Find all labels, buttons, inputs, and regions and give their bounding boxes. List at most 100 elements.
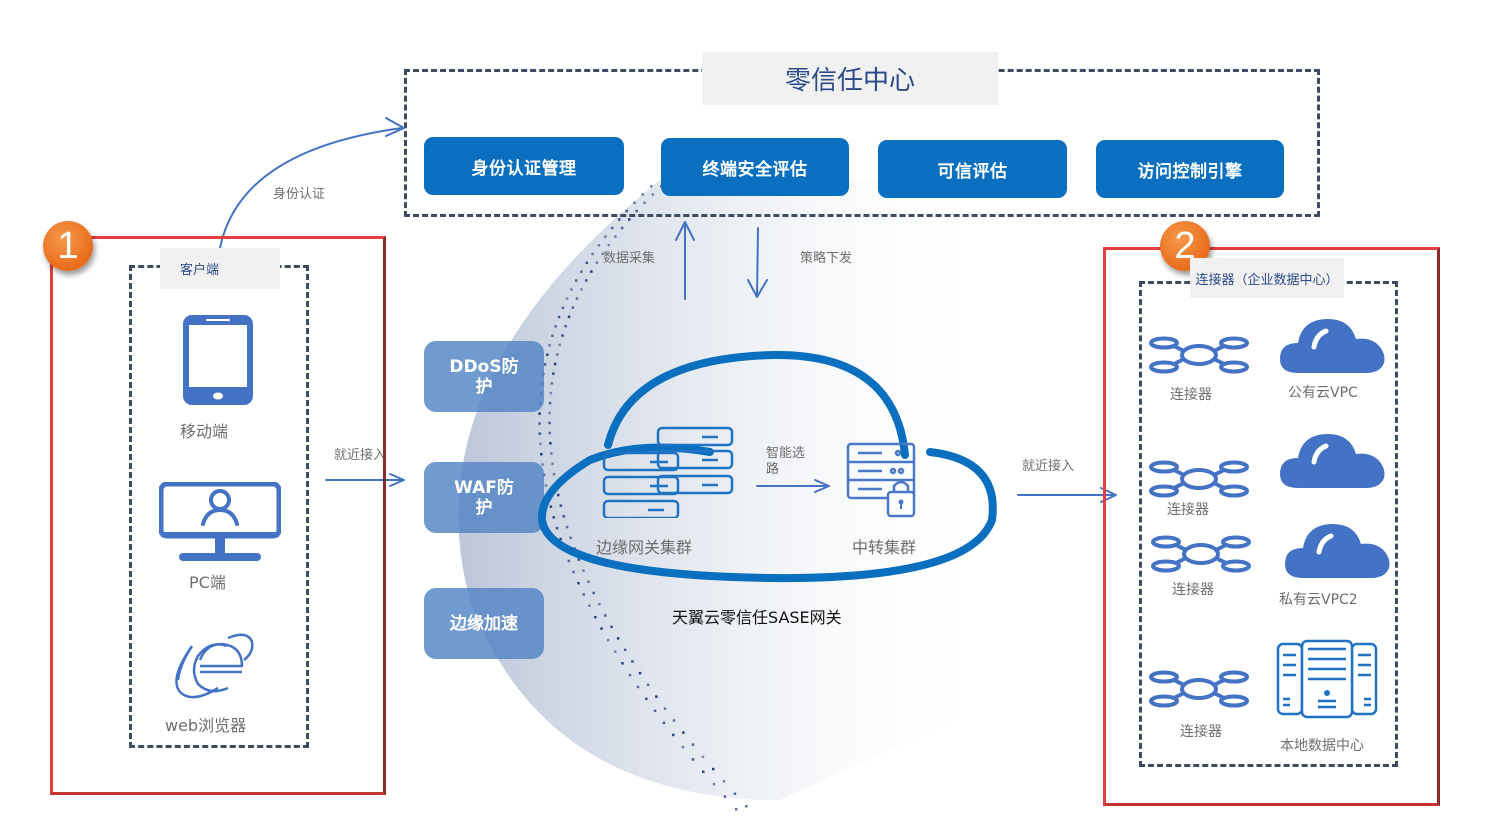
arc-dot	[734, 793, 737, 796]
device-mobile-label: 移动端	[180, 418, 228, 442]
module-identity-auth-management[interactable]: 身份认证管理	[424, 137, 624, 195]
zero-trust-center-title: 零信任中心	[702, 52, 998, 105]
arc-dot	[655, 695, 658, 698]
cloud-icon	[1285, 522, 1391, 580]
arc-dot	[566, 297, 569, 300]
connector-section-title: 连接器（企业数据中心）	[1190, 258, 1344, 298]
datacenter-target-label: 本地数据中心	[1280, 735, 1364, 755]
arc-dot	[562, 307, 565, 310]
arc-dot	[621, 227, 624, 230]
connector-icon	[1150, 535, 1252, 573]
arc-dot	[673, 719, 676, 722]
arc-dot	[591, 253, 594, 256]
arc-dot	[692, 743, 695, 746]
arc-dot	[645, 698, 648, 701]
arc-dot	[712, 768, 715, 771]
arc-dot	[664, 707, 667, 710]
device-web-browser-label: web浏览器	[165, 712, 246, 736]
arc-dot	[593, 592, 596, 595]
device-pc-label: PC端	[189, 569, 226, 593]
arc-dot	[607, 639, 610, 642]
service-ddos-protection[interactable]: DDoS防护	[424, 341, 544, 412]
arc-dot	[637, 686, 640, 689]
connector-label: 连接器	[1180, 721, 1222, 741]
cloud-target-label: 公有云VPC	[1288, 382, 1358, 402]
arc-dot	[604, 614, 607, 617]
arc-dot	[723, 780, 726, 783]
service-edge-acceleration[interactable]: 边缘加速	[424, 588, 544, 659]
data-collect-label: 数据采集	[603, 247, 655, 266]
edge-gateway-cluster-icon	[602, 426, 736, 518]
arc-dot	[628, 218, 631, 221]
arc-dot	[735, 808, 738, 811]
arc-dot	[614, 235, 617, 238]
datacenter-servers-icon	[1276, 639, 1378, 719]
arc-dot	[554, 325, 557, 328]
arc-dot	[580, 288, 583, 291]
relay-cluster-server-lock-icon	[846, 442, 922, 520]
connector-icon	[1148, 670, 1250, 708]
connector-label: 连接器	[1167, 499, 1209, 519]
arc-dot	[590, 270, 593, 273]
module-endpoint-security-assessment[interactable]: 终端安全评估	[661, 138, 849, 196]
identity-auth-label: 身份认证	[273, 183, 325, 202]
arc-dot	[724, 795, 727, 798]
connector-icon	[1148, 336, 1250, 374]
arc-dot	[611, 227, 614, 230]
arc-dot	[692, 758, 695, 761]
mobile-phone-icon	[182, 314, 254, 406]
arc-dot	[586, 262, 589, 265]
arc-dot	[614, 650, 617, 653]
connector-icon	[1148, 460, 1250, 498]
cloud-icon	[1280, 432, 1386, 490]
arc-dot	[572, 306, 575, 309]
edge-gateway-cluster-label: 边缘网关集群	[596, 534, 692, 558]
arc-dot	[585, 279, 588, 282]
arc-dot	[588, 605, 591, 608]
arc-dot	[568, 316, 571, 319]
arc-dot	[604, 235, 607, 238]
relay-cluster-label: 中转集群	[852, 534, 916, 558]
arc-dot	[598, 603, 601, 606]
arc-dot	[713, 783, 716, 786]
arc-dot	[561, 334, 564, 337]
arc-dot	[598, 244, 601, 247]
cloud-target-label: 私有云VPC2	[1279, 589, 1358, 609]
cloud-icon	[1280, 317, 1386, 375]
arc-dot	[745, 805, 748, 808]
arc-dot	[654, 710, 657, 713]
arc-dot	[610, 626, 613, 629]
arc-dot	[600, 627, 603, 630]
arc-dot	[629, 674, 632, 677]
nearby-access-right-label: 就近接入	[1022, 455, 1074, 474]
arc-dot	[663, 722, 666, 725]
arc-dot	[682, 746, 685, 749]
client-section-title: 客户端	[160, 248, 280, 289]
module-access-control-engine[interactable]: 访问控制引擎	[1096, 140, 1284, 198]
arc-dot	[583, 593, 586, 596]
arc-dot	[596, 261, 599, 264]
arc-dot	[702, 756, 705, 759]
arc-dot	[551, 335, 554, 338]
client-section-badge: 1	[43, 221, 93, 271]
connector-label: 连接器	[1172, 579, 1214, 599]
arc-dot	[647, 684, 650, 687]
service-waf-protection[interactable]: WAF防护	[424, 462, 544, 533]
arc-dot	[564, 325, 567, 328]
arc-dot	[570, 288, 573, 291]
sase-gateway-title: 天翼云零信任SASE网关	[672, 604, 842, 628]
arc-dot	[624, 649, 627, 652]
arc-dot	[576, 297, 579, 300]
arc-dot	[575, 279, 578, 282]
arc-dot	[594, 616, 597, 619]
module-trust-assessment[interactable]: 可信评估	[878, 140, 1067, 198]
arc-dot	[639, 672, 642, 675]
arc-dot	[558, 316, 561, 319]
arc-dot	[621, 662, 624, 665]
arc-dot	[631, 660, 634, 663]
pc-monitor-user-icon	[159, 482, 281, 566]
arc-dot	[618, 218, 621, 221]
policy-dispatch-label: 策略下发	[800, 247, 852, 266]
connector-label: 连接器	[1170, 384, 1212, 404]
arc-dot	[580, 270, 583, 273]
